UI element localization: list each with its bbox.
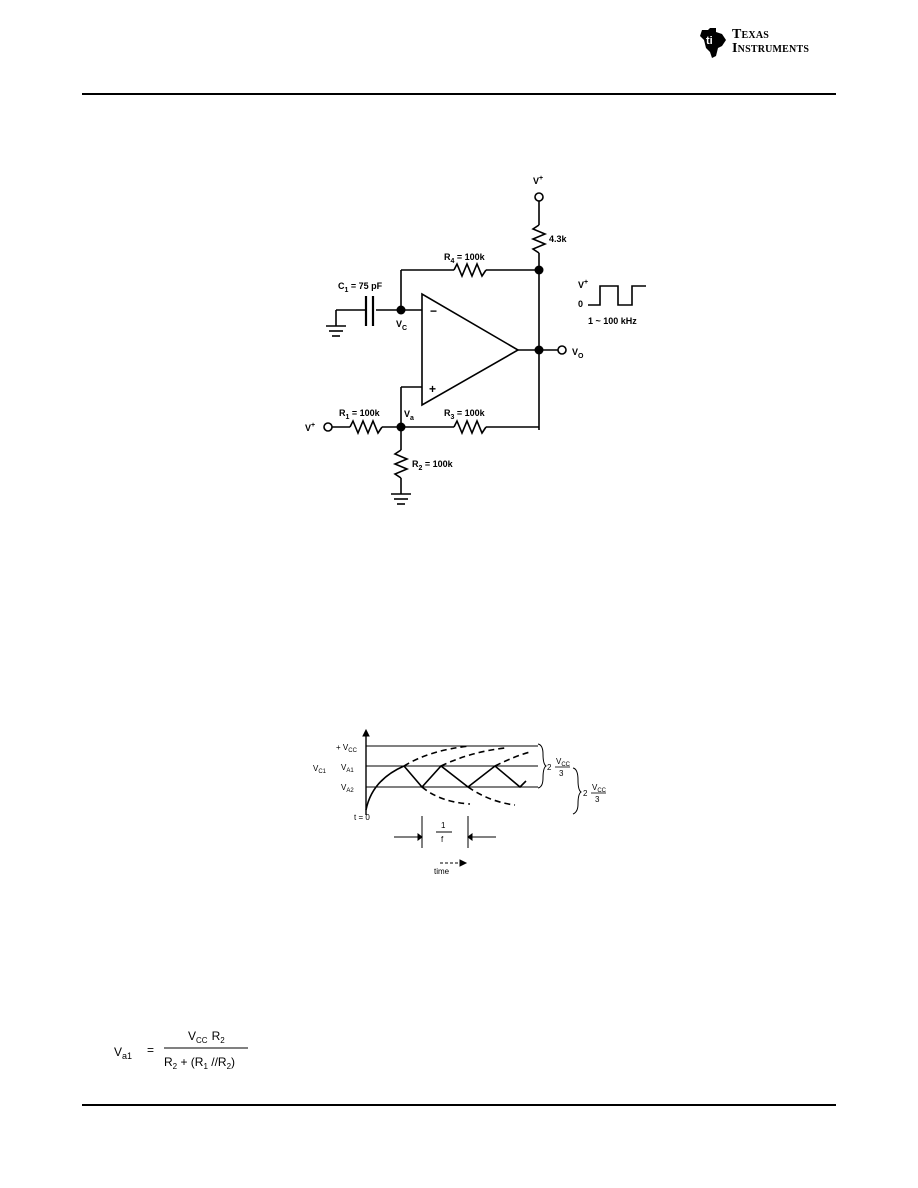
resistor-r1 (349, 418, 383, 436)
junction-dot (396, 422, 406, 432)
r3-label: R3 = 100k (444, 408, 486, 421)
logo-line2: Instruments (732, 41, 810, 56)
output-terminal (557, 345, 567, 355)
brace1-den: 3 (559, 769, 564, 778)
va2-label: VA2 (341, 783, 354, 794)
ti-logo: ti Texas Instruments (696, 26, 841, 60)
junction-dot (534, 265, 544, 275)
pullup-resistor (530, 224, 548, 254)
va-label: Va (404, 409, 414, 422)
equation-denominator: R2 + (R1 //R2) (164, 1055, 235, 1071)
vcc-level-label: + VCC (336, 743, 358, 754)
input-label: V+ (305, 422, 315, 433)
r1-label: R1 = 100k (339, 408, 381, 421)
header-rule (82, 93, 836, 95)
op-amp (421, 292, 520, 407)
minus-label: − (430, 304, 437, 318)
capacitor-voltage-wave (403, 764, 527, 789)
brace1-num: VCC (556, 757, 571, 768)
input-terminal (323, 422, 333, 432)
equation-lhs: Va1 (114, 1045, 132, 1061)
oscillator-schematic: V+ 4.3k R4 = 100k C1 = 75 pF VC − + VO V… (305, 175, 646, 505)
plus-label: + (429, 382, 436, 396)
r4-label: R4 = 100k (444, 252, 486, 265)
square-wave-zero: 0 (578, 299, 583, 309)
ti-state-icon: ti (700, 28, 726, 58)
footer-rule (82, 1104, 836, 1106)
brace2-den: 3 (595, 795, 600, 804)
supply-terminal-top (534, 192, 544, 202)
resistor-r3 (453, 418, 487, 436)
period-denominator: f (441, 835, 444, 844)
timing-diagram: + VCC VC1 VA1 VA2 t = 0 1 f time 2 VCC 3… (313, 728, 607, 876)
brace1-coef: 2 (547, 763, 552, 772)
square-wave-label: V+ (578, 279, 588, 290)
output-label: VO (572, 347, 584, 360)
c1-label: C1 = 75 pF (338, 281, 383, 294)
time-label: time (434, 867, 450, 876)
charging-curve (365, 765, 405, 811)
resistor-r2 (392, 449, 410, 479)
vc-label: VC (396, 319, 407, 332)
logo-line1: Texas (732, 27, 770, 42)
brace2-coef: 2 (583, 789, 588, 798)
logo-text: Texas Instruments (732, 28, 809, 56)
equation-equals: = (147, 1043, 154, 1057)
supply-label: V+ (533, 175, 543, 186)
period-numerator: 1 (441, 821, 446, 830)
t0-label: t = 0 (354, 813, 370, 822)
va1-label: VA1 (341, 763, 354, 774)
square-wave-icon (588, 285, 646, 306)
junction-dot (396, 305, 406, 315)
r2-label: R2 = 100k (412, 459, 454, 472)
svg-text:ti: ti (706, 35, 713, 47)
square-wave-freq: 1 ~ 100 kHz (588, 316, 637, 326)
brace2-num: VCC (592, 783, 607, 794)
vc1-label: VC1 (313, 764, 327, 775)
junction-dot (534, 345, 544, 355)
pullup-label: 4.3k (549, 234, 568, 244)
resistor-r4 (453, 261, 487, 279)
